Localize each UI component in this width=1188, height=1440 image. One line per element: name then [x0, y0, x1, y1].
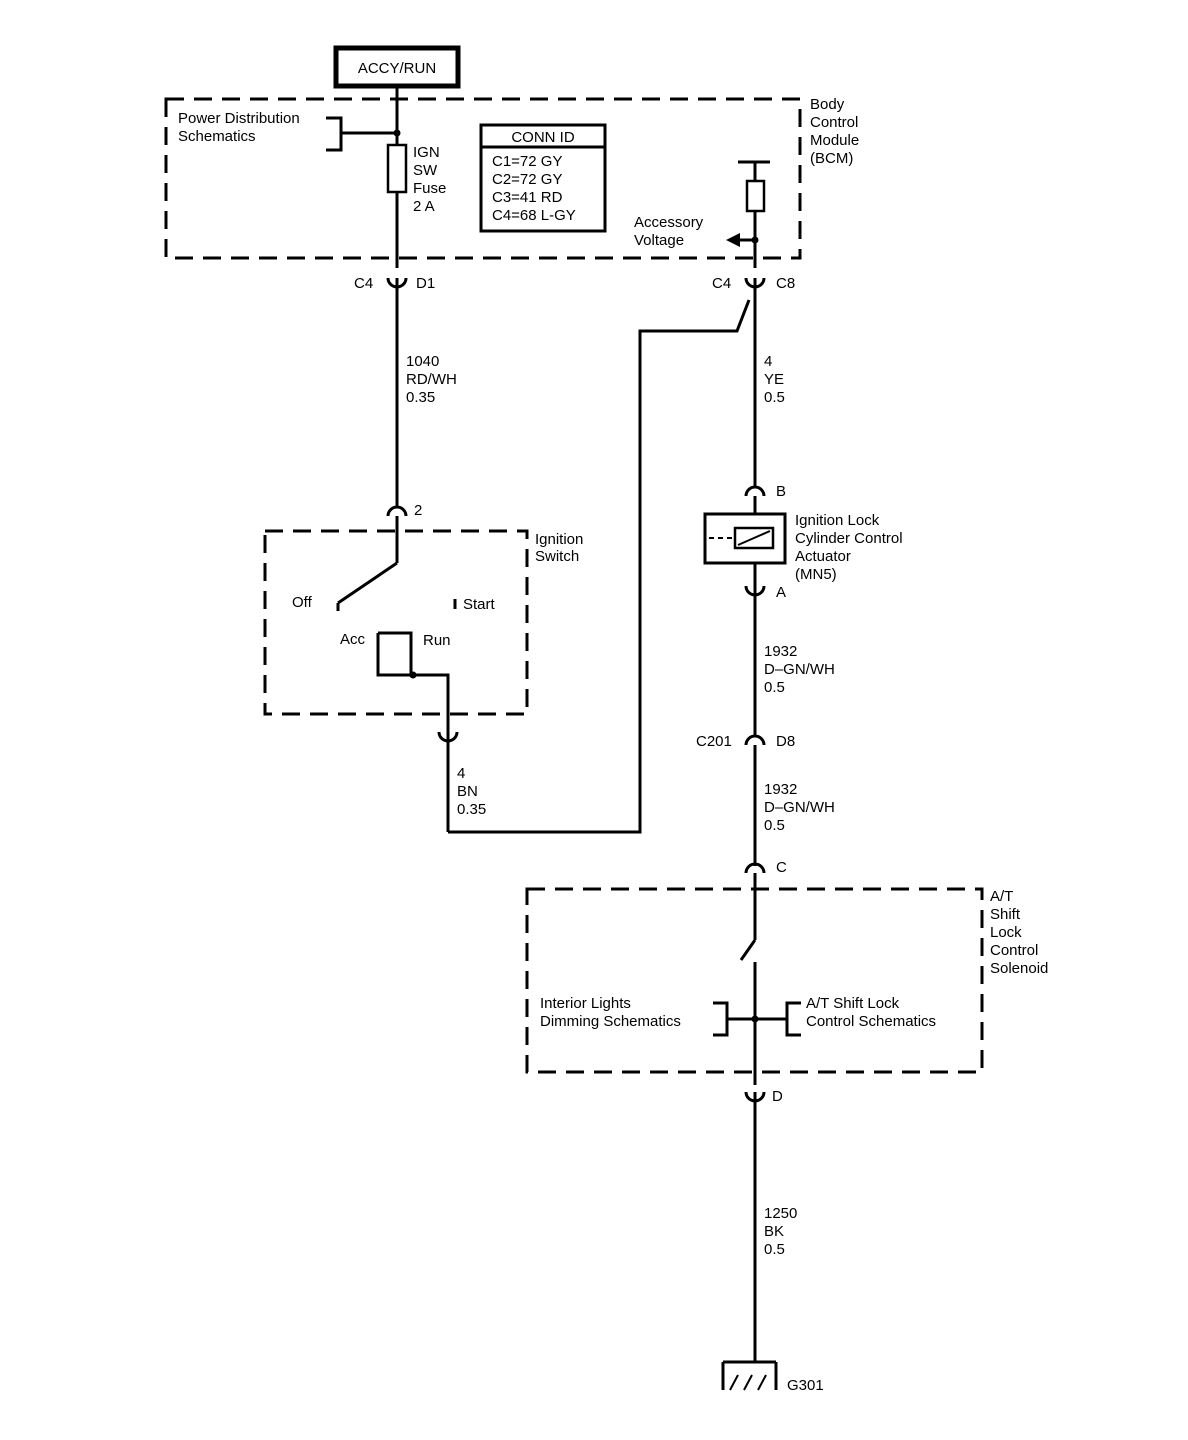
power-source-label: ACCY/RUN — [358, 60, 436, 77]
wire-4-bn-route — [448, 299, 751, 834]
ignition-switch-name-2: Switch — [535, 548, 579, 565]
wire-1250-color: BK — [764, 1223, 784, 1240]
fuse-icon — [386, 143, 408, 194]
shift-lock-label-1: A/T Shift Lock — [806, 995, 900, 1012]
power-dist-label-2: Schematics — [178, 128, 256, 145]
wire-4-bn-gauge: 0.35 — [457, 801, 486, 818]
power-dist-label-1: Power Distribution — [178, 110, 300, 127]
fuse-label-3: Fuse — [413, 180, 446, 197]
connector-pin-2-label: 2 — [414, 502, 422, 519]
bcm-name-4: (BCM) — [810, 150, 853, 167]
solenoid-name-4: Control — [990, 942, 1038, 959]
solenoid-name-2: Shift — [990, 906, 1021, 923]
conn-id-table — [479, 123, 607, 233]
solenoid-switch-arm — [739, 939, 757, 961]
ground-label: G301 — [787, 1377, 824, 1394]
conn-id-row-4: C4=68 L-GY — [492, 207, 576, 224]
conn-id-row-3: C3=41 RD — [492, 189, 563, 206]
wire-1250-num: 1250 — [764, 1205, 797, 1222]
accessory-voltage-label-2: Voltage — [634, 232, 684, 249]
ignition-switch-arm — [337, 561, 398, 605]
actuator-label-2: Cylinder Control — [795, 530, 903, 547]
connector-d1-label: D1 — [416, 275, 435, 292]
actuator-label-1: Ignition Lock — [795, 512, 880, 529]
bcm-name-1: Body — [810, 96, 845, 113]
connector-pin-d-label: D — [772, 1088, 783, 1105]
bcm-name-3: Module — [810, 132, 859, 149]
bcm-name-2: Control — [810, 114, 858, 131]
switch-off-label: Off — [292, 594, 313, 611]
connector-pin-c-icon — [744, 862, 766, 874]
wire-1040-gauge: 0.35 — [406, 389, 435, 406]
connector-c201-d8-icon — [744, 734, 766, 746]
wire-4-ye-num: 4 — [764, 353, 772, 370]
connector-c8-label: C8 — [776, 275, 795, 292]
ignition-switch-enclosure — [263, 529, 529, 716]
wire-1250-gauge: 0.5 — [764, 1241, 785, 1258]
connector-c201-label: C201 — [696, 733, 732, 750]
wire-4-ye-color: YE — [764, 371, 784, 388]
fuse-label-4: 2 A — [413, 198, 435, 215]
switch-run-label: Run — [423, 632, 451, 649]
solenoid-name-3: Lock — [990, 924, 1022, 941]
interior-lights-label-1: Interior Lights — [540, 995, 631, 1012]
wire-4-ye-gauge: 0.5 — [764, 389, 785, 406]
shift-lock-label-2: Control Schematics — [806, 1013, 936, 1030]
fuse-label-1: IGN — [413, 144, 440, 161]
shift-lock-bracket — [785, 1001, 801, 1037]
wire-1932b-gauge: 0.5 — [764, 817, 785, 834]
connector-c4-left-label: C4 — [354, 275, 373, 292]
connector-pin-b-label: B — [776, 483, 786, 500]
connector-pin-b-icon — [744, 485, 766, 497]
switch-acc-run-path — [376, 633, 450, 740]
bcm-enclosure — [164, 97, 802, 260]
switch-acc-label: Acc — [340, 631, 366, 648]
solenoid-name-1: A/T — [990, 888, 1013, 905]
fuse-label-2: SW — [413, 162, 438, 179]
pullup-resistor-icon — [745, 179, 766, 213]
switch-start-label: Start — [463, 596, 496, 613]
solenoid-name-5: Solenoid — [990, 960, 1048, 977]
accessory-voltage-arrow-icon — [726, 233, 740, 247]
ignition-switch-name-1: Ignition — [535, 531, 583, 548]
wire-1932a-num: 1932 — [764, 643, 797, 660]
connector-d8-label: D8 — [776, 733, 795, 750]
conn-id-row-1: C1=72 GY — [492, 153, 562, 170]
connector-pin-2-icon — [386, 505, 408, 517]
power-dist-bracket — [326, 116, 343, 152]
wire-4-bn-color: BN — [457, 783, 478, 800]
conn-id-row-2: C2=72 GY — [492, 171, 562, 188]
actuator-label-3: Actuator — [795, 548, 851, 565]
conn-id-title: CONN ID — [511, 129, 575, 146]
connector-c4-right-label: C4 — [712, 275, 731, 292]
wire-1932a-color: D–GN/WH — [764, 661, 835, 678]
wire-1932a-gauge: 0.5 — [764, 679, 785, 696]
interior-lights-label-2: Dimming Schematics — [540, 1013, 681, 1030]
wire-1040-color: RD/WH — [406, 371, 457, 388]
wire-1932b-num: 1932 — [764, 781, 797, 798]
interior-lights-bracket — [713, 1001, 729, 1037]
wire-1040-num: 1040 — [406, 353, 439, 370]
wire-1932b-color: D–GN/WH — [764, 799, 835, 816]
connector-pin-a-label: A — [776, 584, 786, 601]
accessory-voltage-label-1: Accessory — [634, 214, 704, 231]
connector-pin-c-label: C — [776, 859, 787, 876]
actuator-label-4: (MN5) — [795, 566, 837, 583]
wire-4-bn-num: 4 — [457, 765, 465, 782]
